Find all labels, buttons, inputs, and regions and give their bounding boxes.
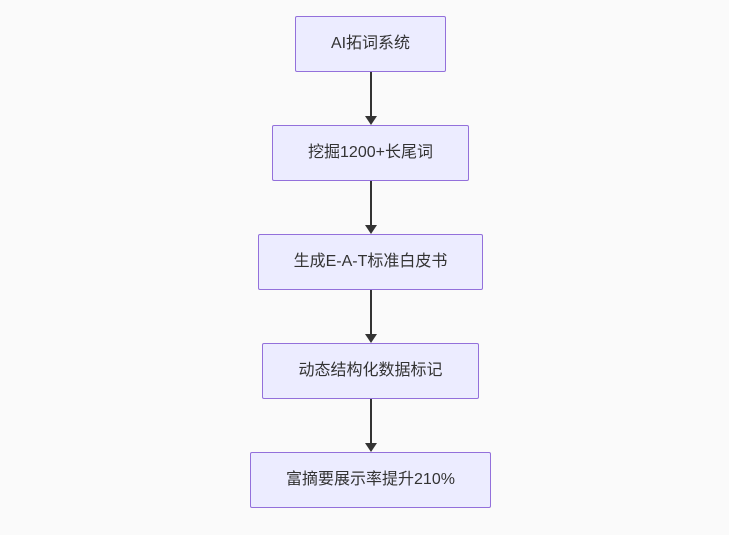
flow-arrow: [364, 181, 377, 234]
flow-node: 动态结构化数据标记: [262, 343, 479, 399]
arrow-line: [369, 181, 372, 226]
flow-node-label: AI拓词系统: [330, 35, 411, 52]
flowchart: AI拓词系统挖掘1200+长尾词生成E-A-T标准白皮书动态结构化数据标记富摘要…: [6, 0, 729, 535]
arrow-line: [369, 399, 372, 444]
arrowhead-down-icon: [364, 225, 377, 234]
flow-node: 富摘要展示率提升210%: [250, 452, 491, 508]
flow-arrow: [364, 72, 377, 125]
flow-node: AI拓词系统: [294, 16, 447, 72]
flow-arrow: [364, 290, 377, 343]
arrowhead-down-icon: [364, 116, 377, 125]
flow-arrow: [364, 399, 377, 452]
arrow-line: [369, 72, 372, 117]
arrowhead-down-icon: [364, 443, 377, 452]
flow-node-label: 生成E-A-T标准白皮书: [293, 253, 448, 270]
flow-node-label: 动态结构化数据标记: [298, 362, 443, 379]
arrowhead-down-icon: [364, 334, 377, 343]
flow-node: 生成E-A-T标准白皮书: [257, 234, 484, 290]
flow-node-label: 富摘要展示率提升210%: [286, 471, 455, 488]
flow-node-label: 挖掘1200+长尾词: [308, 144, 433, 161]
flow-node: 挖掘1200+长尾词: [272, 125, 469, 181]
arrow-line: [369, 290, 372, 335]
